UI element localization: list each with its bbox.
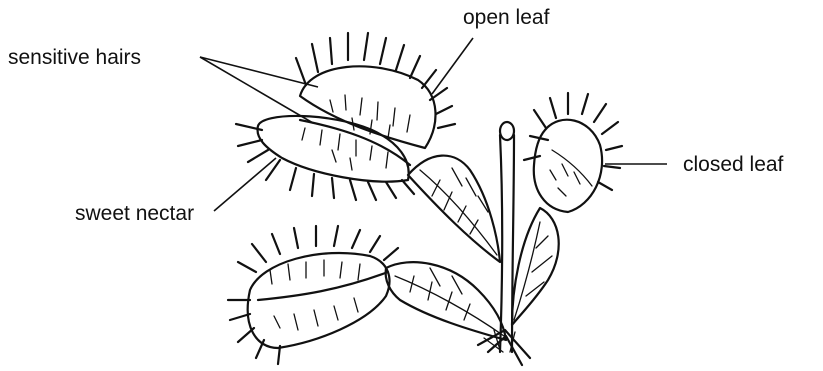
label-open-leaf: open leaf — [463, 6, 550, 29]
lower-open-trap — [228, 226, 398, 364]
label-sweet-nectar: sweet nectar — [75, 202, 194, 225]
closed-leaf-stalk — [512, 208, 559, 325]
lower-leaf-stalk — [386, 262, 506, 340]
label-sensitive-hairs: sensitive hairs — [8, 46, 141, 69]
closed-leaf-trap — [524, 93, 622, 212]
pointer-open-leaf — [432, 38, 473, 94]
label-closed-leaf: closed leaf — [683, 153, 784, 176]
pointer-sweet-nectar — [214, 158, 276, 211]
upper-leaf-stalk — [408, 156, 500, 262]
pointer-sensitive-hairs-2 — [200, 57, 313, 123]
open-leaf-lower-lobe — [236, 116, 414, 200]
